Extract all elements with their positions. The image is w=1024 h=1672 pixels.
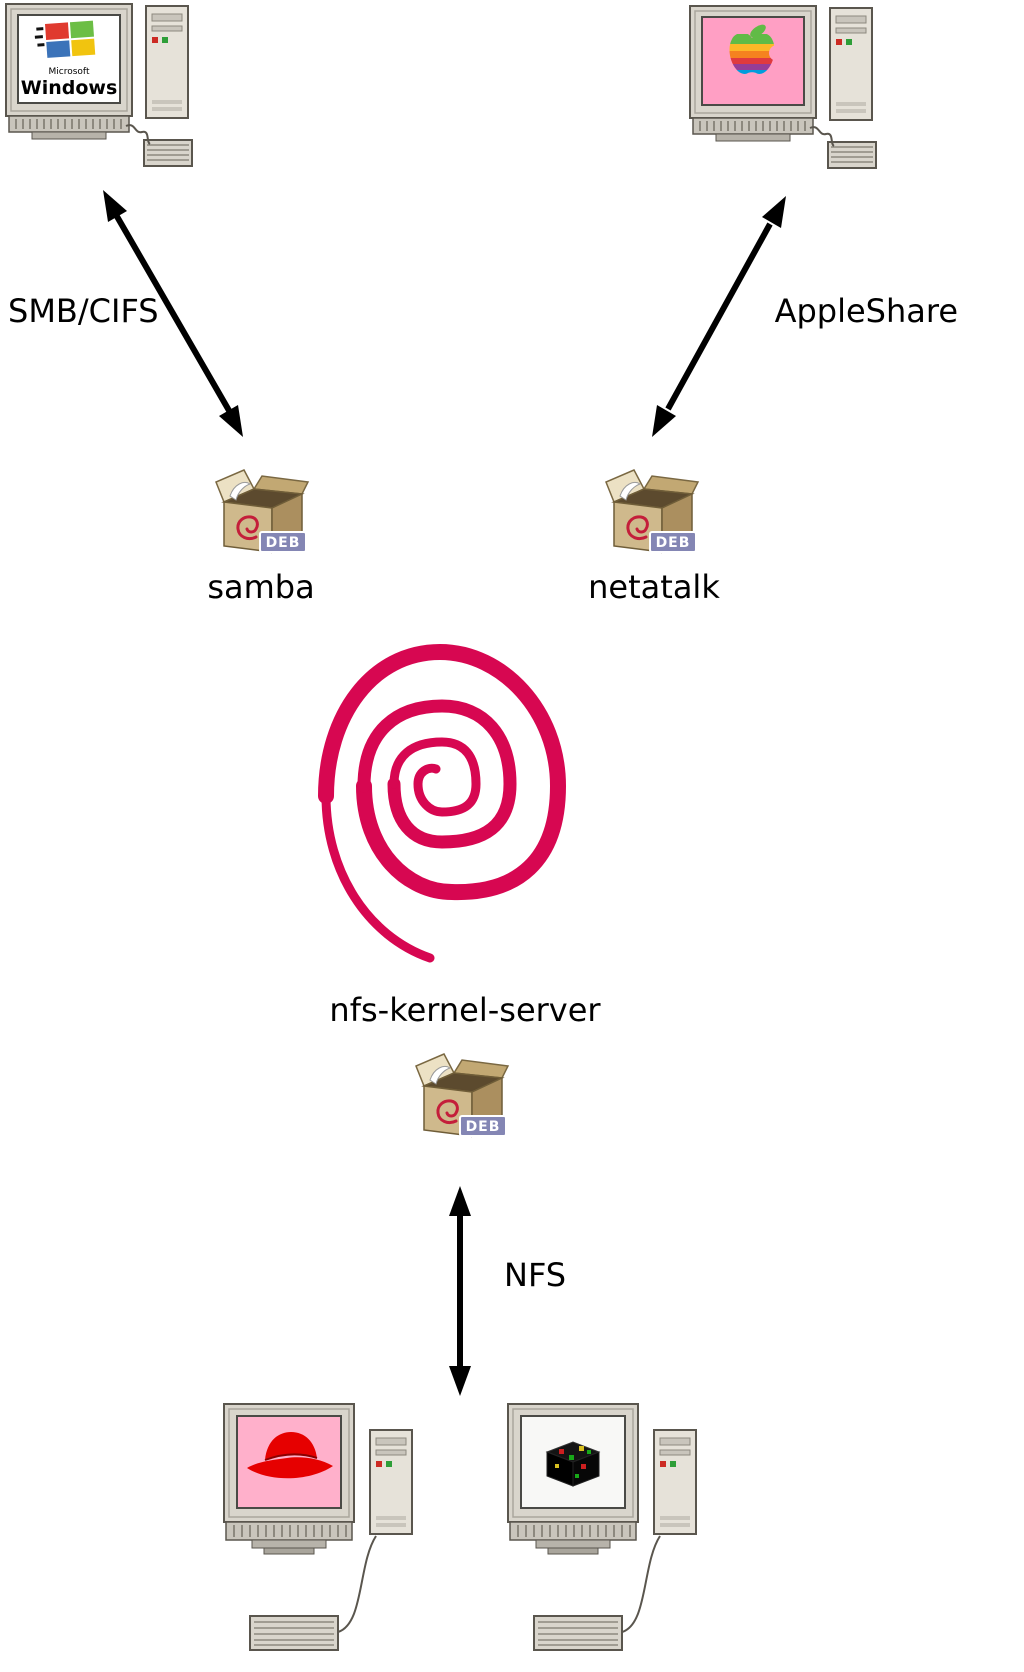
red-hat-icon <box>247 1432 333 1479</box>
apple-computer-icon <box>689 5 877 169</box>
nfs-deb-icon <box>414 1052 510 1138</box>
nfs-arrow <box>449 1186 471 1396</box>
black-box-icon <box>545 1441 601 1487</box>
netatalk-deb-icon <box>604 468 700 554</box>
debian-swirl-icon <box>318 643 567 963</box>
nfs-kernel-server-label: nfs-kernel-server <box>329 991 601 1029</box>
rainbow-apple-icon <box>729 24 785 74</box>
windows-brand-text: Windows <box>21 77 118 99</box>
smb-cifs-label: SMB/CIFS <box>8 292 159 330</box>
windows-flag-icon <box>34 20 96 58</box>
appleshare-label: AppleShare <box>774 292 958 330</box>
samba-label: samba <box>207 568 315 606</box>
smb-arrow <box>103 190 243 437</box>
dark-unix-computer-icon <box>507 1403 697 1651</box>
red-hat-computer-icon <box>223 1403 413 1651</box>
netatalk-label: netatalk <box>588 568 720 606</box>
microsoft-brand-text: Microsoft <box>49 67 90 77</box>
windows-screen <box>19 16 119 102</box>
windows-computer-icon: Microsoft Windows <box>5 3 193 167</box>
nfs-label: NFS <box>504 1256 567 1294</box>
samba-deb-icon <box>214 468 310 554</box>
appleshare-arrow <box>652 196 786 437</box>
